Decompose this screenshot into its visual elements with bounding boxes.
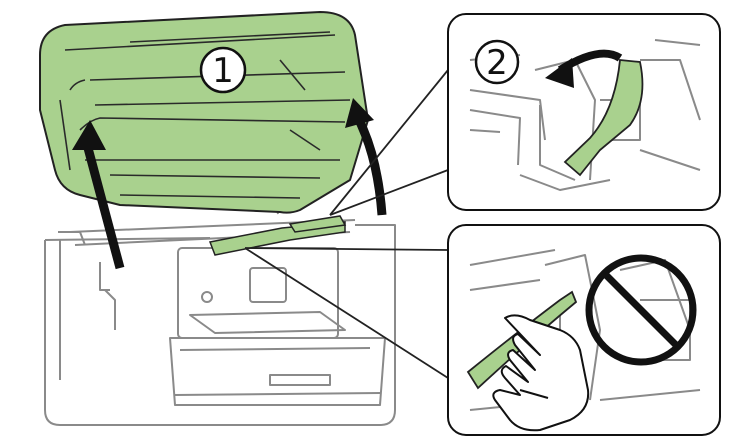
- left-curved-arrow-icon: [72, 120, 125, 270]
- step-1-marker: 1: [199, 46, 247, 94]
- callout-lines: [244, 69, 449, 379]
- detail-panel-do-not-touch: [447, 224, 721, 436]
- ink-tube-highlight: [208, 215, 347, 256]
- printer-body: [44, 199, 396, 426]
- right-curved-arrow-icon: [345, 98, 387, 216]
- scanner-lid: [39, 11, 369, 214]
- step-1-label: 1: [212, 51, 234, 91]
- hand-icon: [492, 314, 590, 432]
- step-2-label: 2: [486, 43, 508, 83]
- prohibited-icon: [585, 254, 697, 366]
- step-2-marker: 2: [474, 39, 520, 85]
- detail-panel-step-2: 2: [447, 13, 721, 211]
- step-2-curved-arrow-icon: [545, 49, 623, 88]
